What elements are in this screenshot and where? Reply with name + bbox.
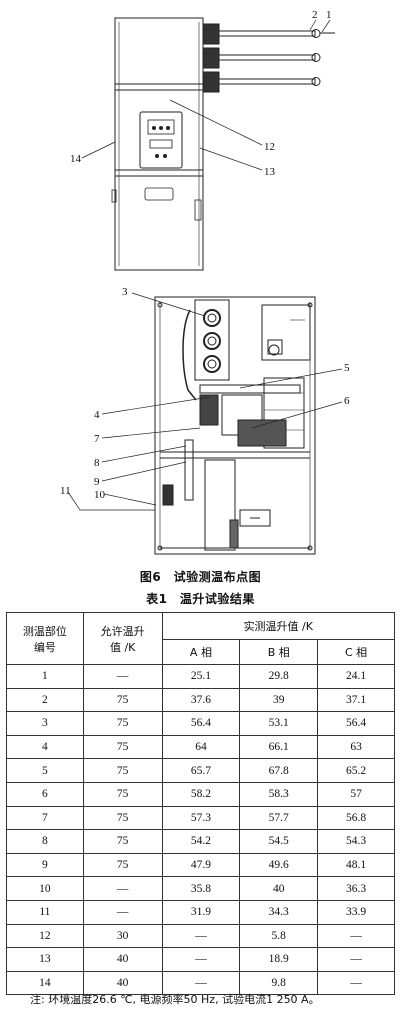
callout-6: 6 bbox=[344, 395, 350, 407]
header-phase-b: B 相 bbox=[239, 639, 319, 665]
callout-14: 14 bbox=[70, 153, 82, 165]
header-measured: 实测温升值 /K bbox=[161, 612, 396, 640]
cabinet-front-outline bbox=[114, 17, 204, 271]
table-note: 注: 环境温度26.6 ℃, 电源频率50 Hz, 试验电流1 250 A。 bbox=[30, 993, 320, 1006]
table-caption: 表1 温升试验结果 bbox=[146, 592, 255, 606]
bushing-circles bbox=[203, 309, 221, 373]
callout-4: 4 bbox=[94, 409, 100, 421]
callout-12: 12 bbox=[264, 141, 275, 153]
callout-2: 2 bbox=[312, 9, 318, 21]
figure-caption: 图6 试验测温布点图 bbox=[139, 570, 262, 584]
callout-10: 10 bbox=[94, 489, 106, 501]
callout-11: 11 bbox=[60, 485, 71, 497]
instrument-panel bbox=[139, 111, 183, 169]
callout-1: 1 bbox=[326, 9, 332, 21]
temperature-rise-table: 测温部位 编号 允许温升 值 /K 实测温升值 /K A 相 B 相 C 相 1… bbox=[6, 612, 396, 996]
callout-13: 13 bbox=[264, 166, 276, 178]
header-allowed: 允许温升 值 /K bbox=[82, 612, 163, 665]
callout-8: 8 bbox=[94, 457, 100, 469]
header-phase-a: A 相 bbox=[161, 639, 241, 665]
callout-3: 3 bbox=[122, 286, 128, 298]
test-point-drawing: 2 1 12 13 14 3 5 6 4 7 8 9 11 10 bbox=[60, 9, 350, 555]
cabinet-section-outline bbox=[154, 296, 316, 555]
header-position: 测温部位 编号 bbox=[6, 612, 84, 665]
callout-9: 9 bbox=[94, 476, 100, 488]
callout-5: 5 bbox=[344, 362, 350, 374]
header-phase-c: C 相 bbox=[317, 639, 395, 665]
cable-bushings bbox=[202, 23, 335, 93]
callout-7: 7 bbox=[94, 433, 100, 445]
